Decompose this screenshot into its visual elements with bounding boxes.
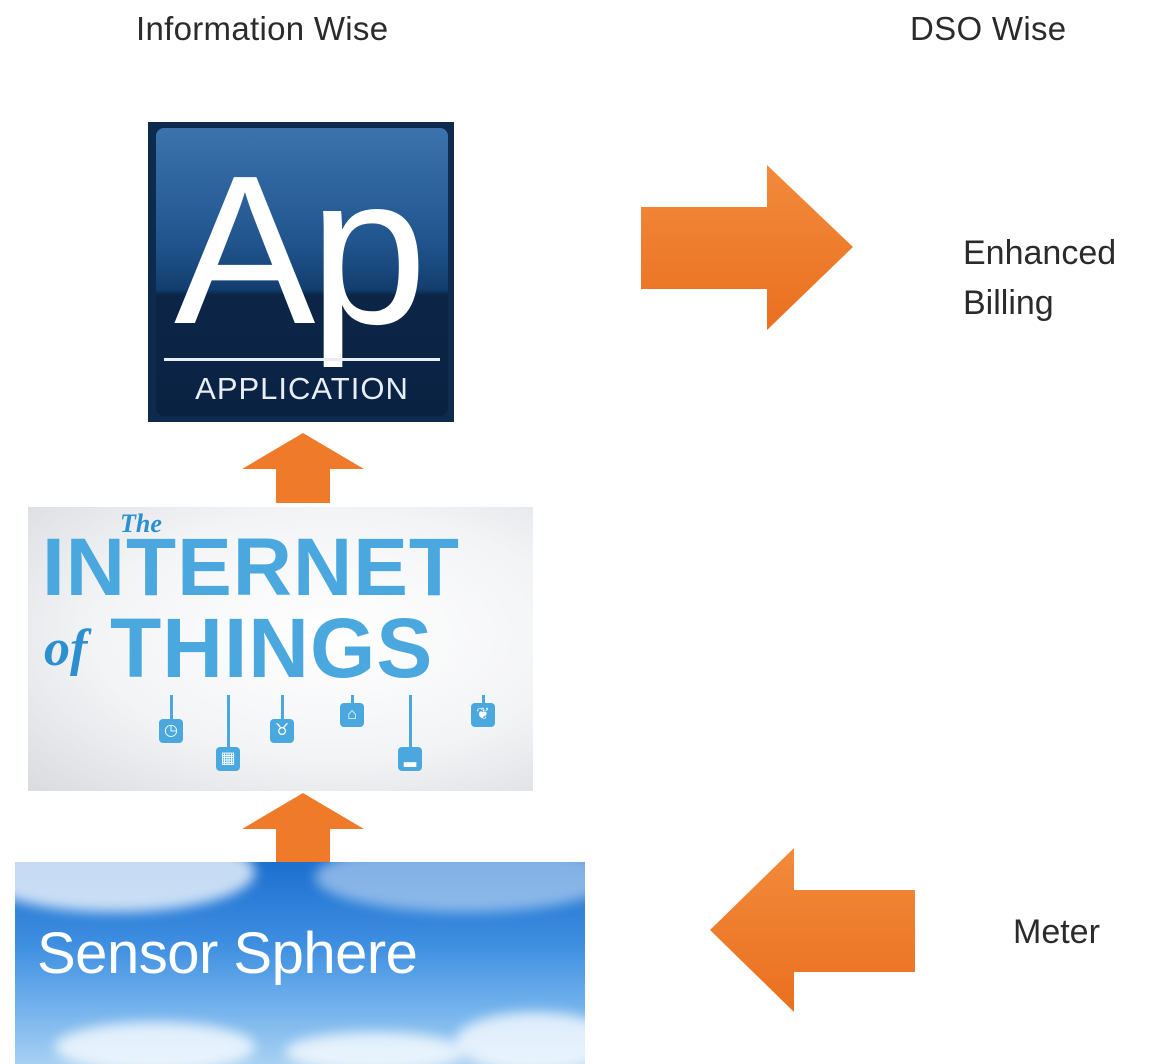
enhanced-label-line: Enhanced bbox=[963, 234, 1117, 272]
up-arrow-icon bbox=[242, 793, 364, 863]
application-icon-label: APPLICATION bbox=[195, 371, 409, 406]
iot-wire bbox=[351, 695, 354, 705]
iot-wire bbox=[482, 695, 485, 705]
cloud-shape bbox=[455, 1012, 585, 1064]
application-icon: Ap APPLICATION bbox=[148, 122, 454, 422]
iot-internet-text: INTERNET bbox=[42, 522, 460, 613]
train-icon: ▦ bbox=[216, 747, 240, 771]
right-arrow-icon bbox=[641, 165, 853, 330]
header-information-wise: Information Wise bbox=[136, 10, 389, 47]
leaf-icon: ❦ bbox=[471, 703, 495, 727]
application-icon-divider bbox=[164, 358, 440, 361]
cloud-shape bbox=[315, 862, 585, 912]
meter-label: Meter bbox=[1013, 913, 1100, 951]
cloud-shape bbox=[285, 1032, 465, 1064]
iot-wire bbox=[409, 695, 412, 749]
header-dso-wise: DSO Wise bbox=[910, 10, 1067, 47]
enhanced-billing-label: Enhanced Billing bbox=[963, 228, 1116, 328]
application-icon-shine bbox=[156, 128, 448, 290]
left-arrow-icon bbox=[710, 848, 915, 1012]
iot-of-text: of bbox=[44, 620, 88, 677]
iot-the-text: The bbox=[120, 509, 162, 538]
cloud-shape bbox=[55, 1022, 255, 1064]
iot-things-text: THINGS bbox=[110, 601, 434, 695]
sensor-sphere-label: Sensor Sphere bbox=[37, 921, 418, 986]
up-arrow-icon bbox=[242, 433, 364, 503]
internet-of-things-image: The INTERNET of THINGS ◷ ▦ ♉ ⌂ ▂ ❦ bbox=[28, 507, 533, 791]
iot-wire bbox=[227, 695, 230, 749]
house-icon: ⌂ bbox=[340, 703, 364, 727]
billing-label-line: Billing bbox=[963, 284, 1054, 322]
iot-wire bbox=[281, 695, 284, 721]
application-icon-letters: Ap bbox=[174, 131, 427, 368]
iot-wire bbox=[170, 695, 173, 721]
cloud-shape bbox=[15, 862, 255, 912]
sensor-sphere-image: Sensor Sphere bbox=[15, 862, 585, 1064]
shoe-icon: ▂ bbox=[398, 747, 422, 771]
cow-icon: ♉ bbox=[270, 719, 294, 743]
alarm-clock-icon: ◷ bbox=[159, 719, 183, 743]
application-icon-frame: Ap APPLICATION bbox=[156, 128, 448, 416]
